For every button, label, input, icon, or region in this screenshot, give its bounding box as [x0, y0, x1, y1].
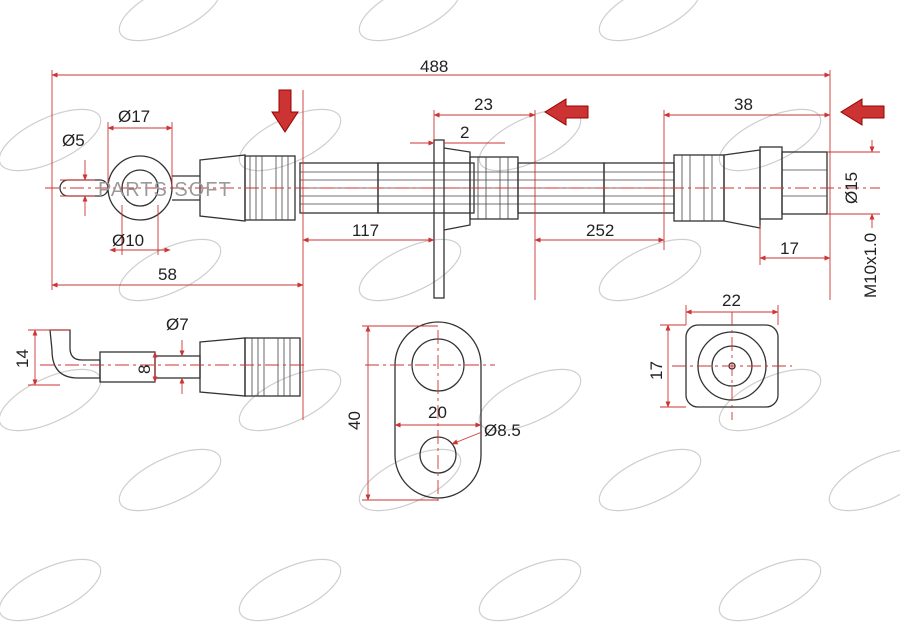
dim-252: 252 [586, 221, 614, 240]
dim-17-nut: 17 [647, 361, 666, 380]
dim-40: 40 [345, 411, 364, 430]
nut-end-view [660, 305, 792, 420]
bracket-plate-detail [362, 321, 495, 505]
dim-23: 23 [474, 95, 493, 114]
dim-14: 14 [13, 349, 32, 368]
dim-dia5: Ø5 [62, 131, 85, 150]
arrow-left-icon-1 [544, 98, 589, 126]
dim-dia10: Ø10 [112, 231, 144, 250]
dim-dia15: Ø15 [842, 172, 861, 204]
dim-dia7: Ø7 [166, 315, 189, 334]
dim-thread: M10x1.0 [861, 233, 880, 298]
dim-2: 2 [460, 123, 469, 142]
parts-soft-watermark: PARTS SOFT [98, 179, 232, 201]
arrow-down-icon [271, 89, 299, 133]
dim-20: 20 [428, 403, 447, 422]
dim-dia8-5: Ø8.5 [484, 421, 521, 440]
dim-38: 38 [734, 95, 753, 114]
dim-8: 8 [135, 365, 154, 374]
arrow-left-icon-2 [840, 98, 885, 126]
dimension-lines [45, 70, 880, 420]
dim-17-thread: 17 [780, 239, 799, 258]
dim-58: 58 [158, 265, 177, 284]
dim-488: 488 [420, 57, 448, 76]
dimension-labels: 488 23 38 2 117 252 17 58 Ø17 Ø5 Ø10 Ø15… [13, 57, 880, 440]
dim-dia17: Ø17 [118, 107, 150, 126]
hose-end-detail [28, 329, 305, 397]
dim-117: 117 [352, 221, 379, 240]
indicator-arrows [271, 89, 885, 133]
dim-22: 22 [722, 291, 741, 310]
